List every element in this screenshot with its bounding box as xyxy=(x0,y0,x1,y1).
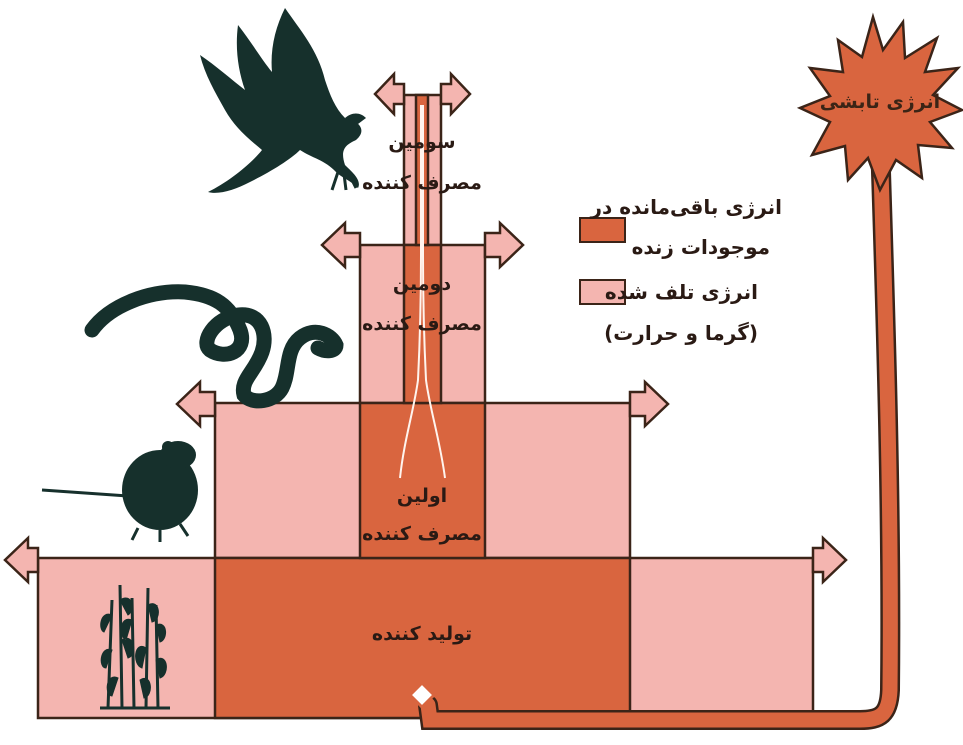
tertiary-label-line2: مصرف کننده xyxy=(362,172,482,194)
tertiary-label-line1: سومین xyxy=(388,131,455,153)
legend-retained-line1: انرژی باقی‌مانده در xyxy=(590,195,782,219)
heat-arrow-right-producer xyxy=(813,538,846,582)
legend-lost-line2: (گرما و حرارت) xyxy=(604,321,758,345)
producer-label: تولید کننده xyxy=(372,623,472,645)
heat-arrow-left-primary xyxy=(177,382,215,426)
eagle-icon xyxy=(200,8,366,193)
primary-label-line2: مصرف کننده xyxy=(362,523,482,545)
snake-head xyxy=(85,323,99,337)
secondary-label-line1: دومین xyxy=(393,273,451,295)
heat-arrow-left-secondary xyxy=(322,223,360,267)
secondary-label-line2: مصرف کننده xyxy=(362,313,482,335)
legend-swatch-retained xyxy=(580,218,625,242)
legend-lost-line1: انرژی تلف شده xyxy=(605,280,758,304)
heat-arrow-right-tertiary xyxy=(441,74,470,114)
sun-label: انرژی تابشی xyxy=(820,91,940,113)
heat-arrow-left-tertiary xyxy=(375,74,404,114)
heat-arrow-right-primary xyxy=(630,382,668,426)
heat-arrow-left-producer xyxy=(5,538,38,582)
primary-label-line1: اولین xyxy=(397,485,447,507)
rat-icon xyxy=(42,441,198,542)
snake-icon xyxy=(85,292,336,401)
heat-arrow-right-secondary xyxy=(485,223,523,267)
legend-retained-line2: موجودات زنده xyxy=(632,235,770,259)
legend: انرژی باقی‌مانده در موجودات زنده انرژی ت… xyxy=(580,195,782,345)
